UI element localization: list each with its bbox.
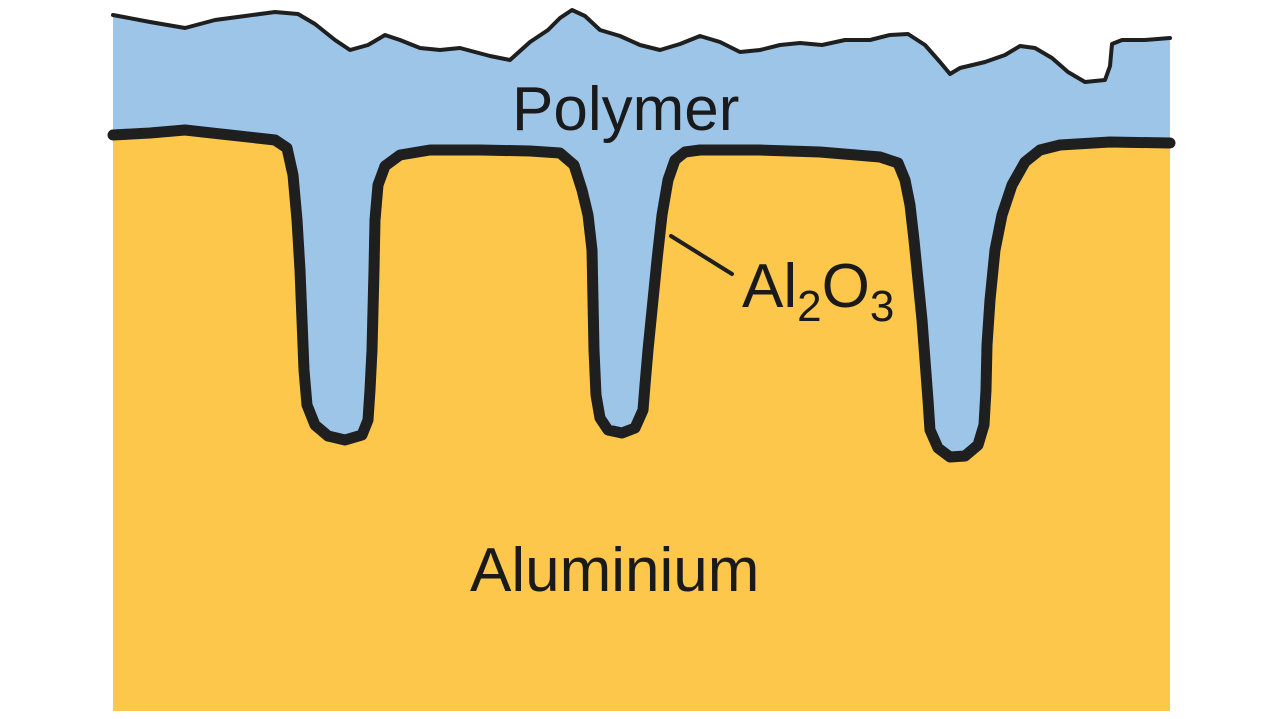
oxide-label-al: Al — [742, 252, 797, 321]
oxide-leader-line — [669, 234, 734, 276]
oxide-label-sub-3: 3 — [870, 282, 894, 331]
oxide-layer-line — [107, 124, 1176, 463]
polymer-region — [113, 10, 1170, 457]
aluminium-label: Aluminium — [470, 536, 759, 605]
oxide-label: Al2O3 — [742, 252, 894, 331]
oxide-label-o: O — [822, 252, 870, 321]
polymer-top-edge — [111, 8, 1172, 84]
polymer-label: Polymer — [512, 75, 739, 144]
oxide-label-sub-2: 2 — [797, 282, 821, 331]
